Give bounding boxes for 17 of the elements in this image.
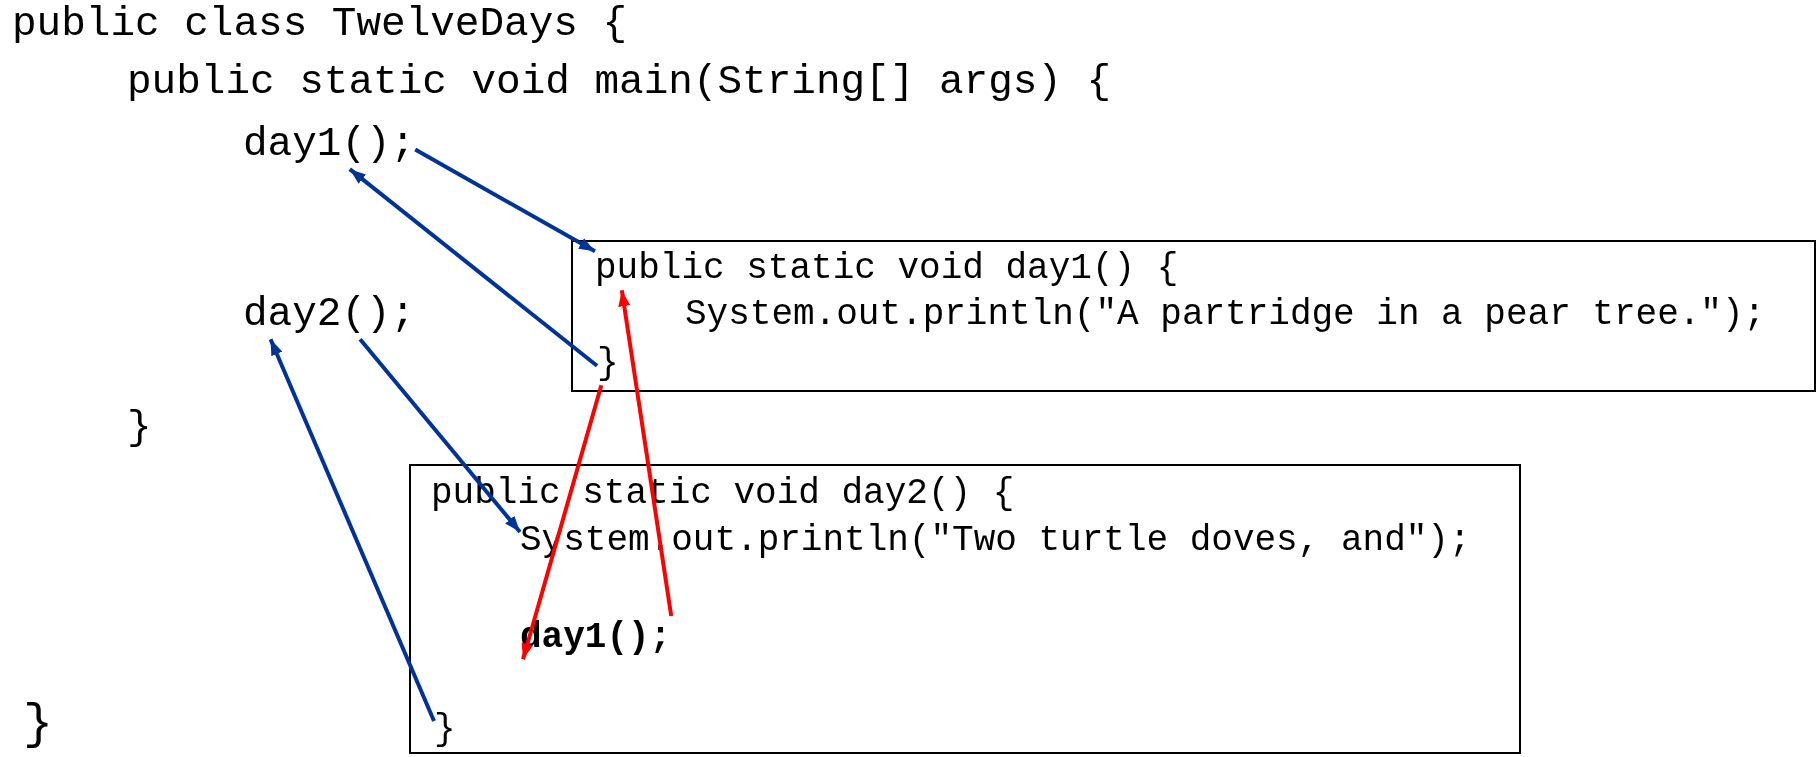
code-line: public static void main(String[] args) { (127, 58, 1112, 108)
code-line: } (23, 695, 53, 755)
code-line: day1(); (243, 120, 416, 170)
code-line: System.out.println("A partridge in a pear tree."); (685, 293, 1766, 337)
arrow (358, 337, 522, 534)
arrow (414, 147, 596, 254)
code-line: public class TwelveDays { (12, 0, 628, 50)
code-line: } (597, 342, 619, 386)
arrow (268, 338, 436, 722)
code-line: public static void day1() { (595, 247, 1179, 291)
code-box (571, 240, 1816, 392)
arrow (618, 289, 674, 617)
code-line: } (127, 404, 152, 454)
code-line: day2(); (243, 290, 416, 340)
arrow (348, 167, 599, 368)
code-line: } (434, 708, 456, 752)
code-box (409, 464, 1521, 754)
